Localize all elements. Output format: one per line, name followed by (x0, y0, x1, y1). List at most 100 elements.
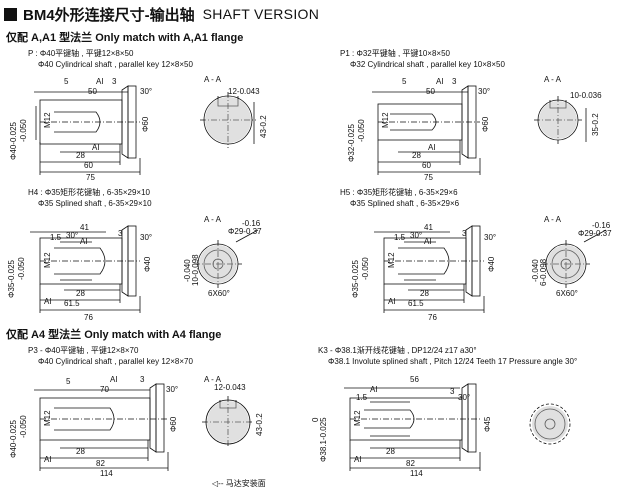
option-p1-code: P1 : Φ32平键轴 , 平键10×8×50 (340, 49, 450, 58)
drawing-h4: 41 1.5 30° AI 3 30° M12 Φ35-0.025 -0.050… (7, 215, 262, 322)
p-dim-bore: M12 (43, 112, 52, 128)
h5-dim-dia-l: Φ35-0.025 (351, 259, 360, 298)
k3-gear-section (529, 403, 571, 445)
p1-dim-dia-r: Φ60 (481, 116, 490, 132)
h4-sec2: Φ29-0.37 (228, 227, 262, 236)
p3-dim-dia-r: Φ60 (169, 416, 178, 432)
option-h5-code: H5 : Φ35矩形花键轴 , 6-35×29×6 (340, 188, 458, 197)
h4-dim-b3: 61.5 (64, 299, 80, 308)
p1-dim-b2: AI (428, 143, 436, 152)
k3-dim-top1: 56 (410, 375, 419, 384)
p-dim-angle: 30° (140, 87, 152, 96)
p1-dim-top2: 50 (426, 87, 435, 96)
h5-dim-top2: 1.5 (394, 233, 406, 242)
option-h5-text: H5 : Φ35矩形花键轴 , 6-35×29×6 Φ35 Splined sh… (340, 187, 459, 209)
h5-sec5: 6X60° (556, 289, 578, 298)
p-sec1: 12-0.043 (228, 87, 260, 96)
p1-sec1: 10-0.036 (570, 91, 602, 100)
p3-dim-bore: M12 (43, 410, 52, 426)
h4-dim-top1: 41 (80, 223, 89, 232)
h4-dim-dia-l2: -0.050 (17, 257, 26, 280)
drawing-p1: AI 5 50 AI 3 30° M12 Φ32-0.025 -0.050 Φ6… (347, 75, 602, 182)
p1-dim-dia-l2: -0.050 (357, 119, 366, 142)
p3-dim-b2: AI (44, 455, 52, 464)
flange-heading-a: 仅配 A,A1 型法兰 Only match with A,A1 flange (6, 32, 244, 44)
k3-dim-b1: 28 (386, 447, 395, 456)
option-p3-desc: Φ40 Cylindrical shaft , parallel key 12×… (38, 357, 193, 366)
option-p3-text: P3 - Φ40平键轴 , 平键12×8×70 Φ40 Cylindrical … (28, 345, 193, 367)
p3-dim-b4: 114 (100, 469, 113, 478)
h4-dim-ai1: AI (80, 237, 88, 246)
h5-dim-angle2: 30° (410, 231, 422, 240)
h4-dim-top2: 1.5 (50, 233, 62, 242)
title-square-icon (4, 7, 17, 21)
h4-section-label: A - A (204, 215, 222, 224)
k3-dim-bore: M12 (353, 410, 362, 426)
h5-dim-dia-l2: -0.050 (361, 257, 370, 280)
drawing-h5: 41 1.5 30° AI 3 30° M12 Φ35-0.025 -0.050… (351, 215, 612, 322)
p-dim-dia-l2: -0.050 (19, 119, 28, 142)
h4-dim-dia-r: Φ40 (143, 256, 152, 272)
h5-dim-b4: 76 (428, 313, 437, 322)
h5-sec1: -0.16 (592, 221, 611, 230)
p-sec2: 43-0.2 (259, 115, 268, 138)
p-dim-ai1: AI (96, 77, 104, 86)
k3-dim-angle: 30° (458, 393, 470, 402)
section-p (200, 92, 256, 148)
k3-dim-b3: 82 (406, 459, 415, 468)
p1-dim-top1: 5 (402, 77, 407, 86)
h5-dim-bore: M12 (387, 252, 396, 268)
h5-dim-b1: 28 (420, 289, 429, 298)
option-k3-text: K3 - Φ38.1渐开线花键轴 , DP12/24 z17 a30° Φ38.… (318, 345, 577, 367)
h4-dim-b4: 76 (84, 313, 93, 322)
h4-dim-ai2: 3 (118, 229, 123, 238)
h4-dim-angle2: 30° (66, 231, 78, 240)
p1-dim-ai2: 3 (452, 77, 457, 86)
h5-sec4: 6-0.098 (539, 258, 548, 286)
h4-dim-angle: 30° (140, 233, 152, 242)
p-dim-b2: AI (92, 143, 100, 152)
mounting-face-legend: ◁-- 马达安装面 (212, 479, 266, 488)
h4-dim-dia-l: Φ35-0.025 (7, 259, 16, 298)
h4-dim-b1: 28 (76, 289, 85, 298)
option-p-desc: Φ40 Cylindrical shaft , parallel key 12×… (38, 60, 193, 69)
p1-section-label: A - A (544, 75, 562, 84)
h5-sec3: -0.040 (531, 259, 540, 282)
p-dim-b4: 75 (86, 173, 95, 182)
option-h5-desc: Φ35 Splined shaft , 6-35×29×6 (350, 199, 460, 208)
p-dim-b3: 60 (84, 161, 93, 170)
k3-dim-b4: 114 (410, 469, 423, 478)
p3-dim-dia-l2: -0.050 (19, 415, 28, 438)
k3-dim-top2: 1.5 (356, 393, 368, 402)
h5-dim-b2: AI (388, 297, 396, 306)
p1-dim-b4: 75 (424, 173, 433, 182)
p1-dim-angle: 30° (478, 87, 490, 96)
option-p-text: P : Φ40平键轴 , 平键12×8×50 Φ40 Cylindrical s… (28, 48, 193, 70)
h4-sec4: 10-0.098 (191, 254, 200, 286)
option-h4-desc: Φ35 Splined shaft , 6-35×29×10 (38, 199, 152, 208)
p1-dim-ai1: AI (436, 77, 444, 86)
p3-sec1: 12-0.043 (214, 383, 246, 392)
h4-sec5: 6X60° (208, 289, 230, 298)
p3-dim-ai2: 3 (140, 375, 145, 384)
option-h4-code: H4 : Φ35矩形花键轴 , 6-35×29×10 (28, 188, 150, 197)
p3-dim-angle: 30° (166, 385, 178, 394)
option-h4-text: H4 : Φ35矩形花键轴 , 6-35×29×10 Φ35 Splined s… (28, 187, 152, 209)
p3-dim-top2: 70 (100, 385, 109, 394)
p1-dim-b3: 60 (422, 161, 431, 170)
p-dim-top1: 5 (64, 77, 69, 86)
p-dim-dia-r: Φ60 (141, 116, 150, 132)
p3-dim-top1: 5 (66, 377, 71, 386)
p1-sec2: 35-0.2 (591, 113, 600, 136)
p1-dim-b1: 28 (412, 151, 421, 160)
h5-sec2: Φ29-0.37 (578, 229, 612, 238)
option-p1-text: P1 : Φ32平键轴 , 平键10×8×50 Φ32 Cylindrical … (340, 48, 505, 70)
k3-dim-b2: AI (354, 455, 362, 464)
h5-dim-b3: 61.5 (408, 299, 424, 308)
h4-dim-bore: M12 (43, 252, 52, 268)
p-dim-ai2: 3 (112, 77, 117, 86)
option-p1-desc: Φ32 Cylindrical shaft , parallel key 10×… (350, 60, 505, 69)
title-cn: BM4外形连接尺寸-输出轴 (23, 6, 195, 24)
p3-dim-dia-l: Φ40-0.025 (9, 419, 18, 458)
k3-dim-ai2: 3 (450, 387, 455, 396)
